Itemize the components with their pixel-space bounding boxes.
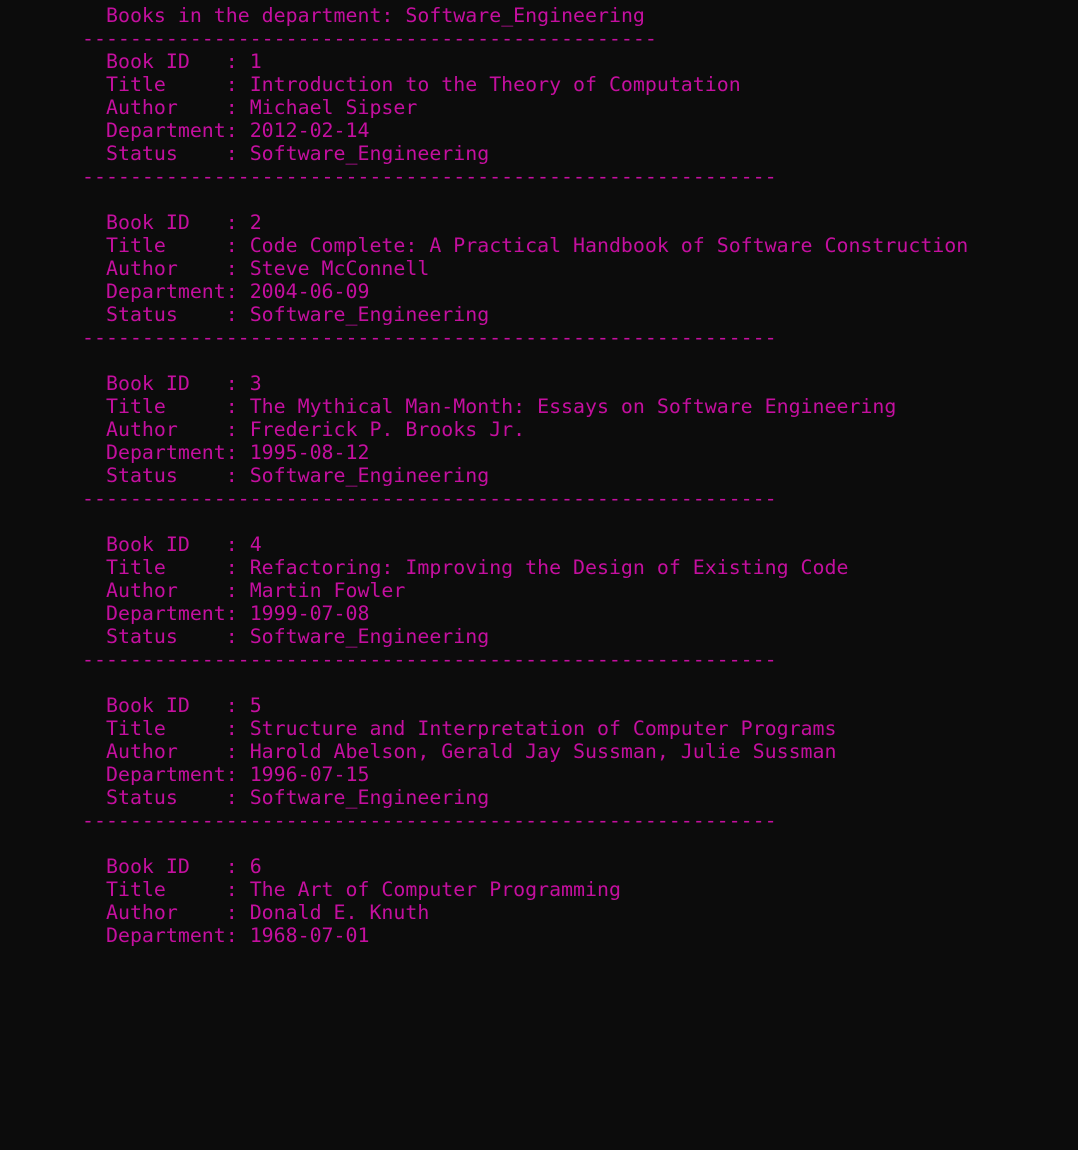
department-line: Department: 1995-08-12 xyxy=(106,441,369,464)
record-divider: ----------------------------------------… xyxy=(82,487,777,510)
field-label: Title : xyxy=(106,556,250,579)
author-line: Author : Harold Abelson, Gerald Jay Suss… xyxy=(106,740,837,763)
author-value: Frederick P. Brooks Jr. xyxy=(249,418,526,441)
book-id-value: 1 xyxy=(249,50,262,73)
field-label: Title : xyxy=(106,234,250,257)
status-value: Software_Engineering xyxy=(249,625,490,648)
department-line: Department: 1999-07-08 xyxy=(106,602,369,625)
title-line: Title : Structure and Interpretation of … xyxy=(106,717,837,740)
field-label: Department: xyxy=(106,119,250,142)
book-id-value: 3 xyxy=(249,372,262,395)
title-value: Structure and Interpretation of Computer… xyxy=(249,717,837,740)
field-label: Status : xyxy=(106,303,250,326)
author-line: Author : Martin Fowler xyxy=(106,579,405,602)
field-label: Book ID : xyxy=(106,211,250,234)
department-line: Department: 2012-02-14 xyxy=(106,119,369,142)
field-label: Department: xyxy=(106,441,250,464)
status-value: Software_Engineering xyxy=(249,303,490,326)
status-value: Software_Engineering xyxy=(249,142,490,165)
field-label: Book ID : xyxy=(106,694,250,717)
author-value: Harold Abelson, Gerald Jay Sussman, Juli… xyxy=(249,740,837,763)
field-label: Status : xyxy=(106,786,250,809)
title-line: Title : Refactoring: Improving the Desig… xyxy=(106,556,848,579)
title-value: Introduction to the Theory of Computatio… xyxy=(249,73,741,96)
title-line: Title : The Art of Computer Programming xyxy=(106,878,621,901)
title-value: Code Complete: A Practical Handbook of S… xyxy=(249,234,969,257)
status-line: Status : Software_Engineering xyxy=(106,464,489,487)
field-label: Author : xyxy=(106,96,250,119)
status-value: Software_Engineering xyxy=(249,786,490,809)
field-label: Status : xyxy=(106,142,250,165)
field-label: Title : xyxy=(106,717,250,740)
field-label: Author : xyxy=(106,901,250,924)
department-line: Department: 1968-07-01 xyxy=(106,924,369,947)
author-value: Steve McConnell xyxy=(249,257,430,280)
status-line: Status : Software_Engineering xyxy=(106,786,489,809)
field-label: Book ID : xyxy=(106,372,250,395)
title-value: Refactoring: Improving the Design of Exi… xyxy=(249,556,849,579)
book-id-value: 5 xyxy=(249,694,262,717)
author-line: Author : Frederick P. Brooks Jr. xyxy=(106,418,525,441)
status-line: Status : Software_Engineering xyxy=(106,625,489,648)
title-value: The Mythical Man-Month: Essays on Softwa… xyxy=(249,395,897,418)
department-value: 1999-07-08 xyxy=(249,602,370,625)
header-divider: ----------------------------------------… xyxy=(82,27,657,50)
record-divider: ----------------------------------------… xyxy=(82,809,777,832)
book-id-value: 6 xyxy=(249,855,262,878)
book-id-line: Book ID : 6 xyxy=(106,855,262,878)
department-header: Books in the department: Software_Engine… xyxy=(106,4,645,27)
record-divider: ----------------------------------------… xyxy=(82,648,777,671)
book-id-line: Book ID : 3 xyxy=(106,372,262,395)
book-id-line: Book ID : 2 xyxy=(106,211,262,234)
book-id-value: 2 xyxy=(249,211,262,234)
author-line: Author : Michael Sipser xyxy=(106,96,417,119)
field-label: Author : xyxy=(106,257,250,280)
field-label: Department: xyxy=(106,924,250,947)
record-divider: ----------------------------------------… xyxy=(82,165,777,188)
field-label: Book ID : xyxy=(106,50,250,73)
department-line: Department: 1996-07-15 xyxy=(106,763,369,786)
field-label: Author : xyxy=(106,579,250,602)
field-label: Title : xyxy=(106,878,250,901)
status-line: Status : Software_Engineering xyxy=(106,142,489,165)
department-value: 1996-07-15 xyxy=(249,763,370,786)
book-id-line: Book ID : 4 xyxy=(106,533,262,556)
book-id-line: Book ID : 1 xyxy=(106,50,262,73)
field-label: Book ID : xyxy=(106,533,250,556)
header-department: Software_Engineering xyxy=(405,4,645,27)
field-label: Author : xyxy=(106,418,250,441)
status-value: Software_Engineering xyxy=(249,464,490,487)
department-value: 1968-07-01 xyxy=(249,924,370,947)
field-label: Status : xyxy=(106,464,250,487)
author-value: Martin Fowler xyxy=(249,579,406,602)
author-value: Michael Sipser xyxy=(249,96,418,119)
title-line: Title : The Mythical Man-Month: Essays o… xyxy=(106,395,896,418)
department-value: 1995-08-12 xyxy=(249,441,370,464)
field-label: Department: xyxy=(106,602,250,625)
field-label: Title : xyxy=(106,73,250,96)
department-line: Department: 2004-06-09 xyxy=(106,280,369,303)
field-label: Department: xyxy=(106,280,250,303)
book-id-line: Book ID : 5 xyxy=(106,694,262,717)
field-label: Status : xyxy=(106,625,250,648)
department-value: 2012-02-14 xyxy=(249,119,370,142)
record-divider: ----------------------------------------… xyxy=(82,326,777,349)
title-line: Title : Code Complete: A Practical Handb… xyxy=(106,234,968,257)
field-label: Author : xyxy=(106,740,250,763)
field-label: Title : xyxy=(106,395,250,418)
department-value: 2004-06-09 xyxy=(249,280,370,303)
field-label: Book ID : xyxy=(106,855,250,878)
field-label: Department: xyxy=(106,763,250,786)
author-line: Author : Steve McConnell xyxy=(106,257,429,280)
status-line: Status : Software_Engineering xyxy=(106,303,489,326)
title-line: Title : Introduction to the Theory of Co… xyxy=(106,73,741,96)
header-label: Books in the department: xyxy=(106,4,394,27)
author-value: Donald E. Knuth xyxy=(249,901,430,924)
author-line: Author : Donald E. Knuth xyxy=(106,901,429,924)
book-id-value: 4 xyxy=(249,533,262,556)
terminal-output: Books in the department: Software_Engine… xyxy=(82,4,968,947)
title-value: The Art of Computer Programming xyxy=(249,878,621,901)
